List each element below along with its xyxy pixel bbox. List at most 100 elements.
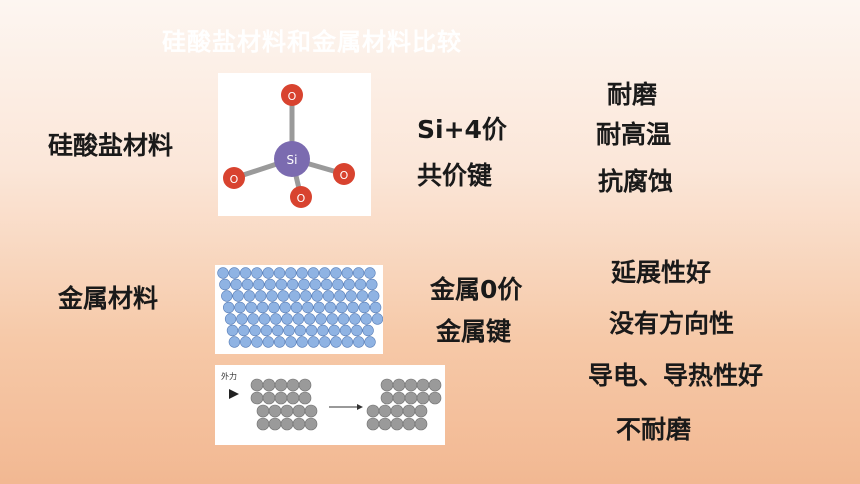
slip-sphere [268, 404, 282, 418]
silicate-trait-heat: 耐高温 [596, 120, 672, 149]
lattice-sphere [351, 324, 363, 337]
lattice-sphere [277, 290, 290, 302]
metal-trait-ductility: 延展性好 [611, 258, 712, 287]
lattice-sphere [264, 278, 276, 291]
lattice-sphere [330, 336, 342, 348]
lattice-sphere [221, 290, 233, 302]
lattice-sphere [360, 313, 372, 325]
oxygen-atom-left: O [223, 167, 245, 189]
lattice-sphere [285, 267, 297, 279]
lattice-sphere [240, 336, 252, 348]
lattice-sphere [262, 267, 274, 279]
lattice-sphere [224, 313, 237, 325]
slip-sphere [280, 417, 294, 431]
slip-sphere [256, 417, 270, 431]
metal-lattice-image [215, 265, 383, 354]
lattice-sphere [307, 336, 320, 348]
lattice-sphere [286, 278, 299, 291]
slip-sphere [298, 391, 312, 405]
lattice-sphere [228, 336, 241, 348]
lattice-sphere [366, 278, 378, 291]
lattice-sphere [362, 324, 374, 337]
slip-sphere [304, 417, 318, 431]
force-arrow-icon [229, 389, 239, 399]
silicate-label: 硅酸盐材料 [48, 131, 174, 160]
svg-text:O: O [288, 90, 297, 103]
lattice-sphere [339, 324, 352, 337]
lattice-sphere [253, 278, 265, 291]
lattice-sphere [358, 301, 371, 314]
lattice-sphere [341, 336, 354, 348]
lattice-sphere [275, 278, 288, 291]
lattice-sphere [364, 336, 376, 348]
lattice-sphere [251, 336, 263, 348]
slip-sphere [392, 391, 406, 405]
lattice-sphere [266, 290, 278, 302]
lattice-sphere [245, 301, 257, 314]
lattice-sphere [313, 301, 325, 314]
metal-trait-nondirectional: 没有方向性 [609, 309, 735, 338]
slip-sphere [274, 378, 288, 392]
slip-sphere [392, 378, 406, 392]
lattice-sphere [328, 324, 340, 337]
lattice-sphere [217, 267, 229, 279]
lattice-sphere [238, 324, 250, 337]
transform-arrow-head-icon [357, 404, 363, 410]
lattice-sphere [273, 267, 286, 279]
lattice-sphere [290, 301, 303, 314]
slip-sphere [404, 378, 418, 392]
lattice-sphere [288, 290, 301, 302]
metal-label: 金属材料 [58, 284, 159, 313]
lattice-sphere [315, 313, 327, 325]
lattice-sphere [324, 301, 337, 314]
lattice-sphere [352, 267, 365, 279]
lattice-sphere [305, 324, 318, 337]
slip-sphere [428, 391, 442, 405]
metal-lattice-spheres [217, 267, 383, 348]
svg-text:Si: Si [287, 153, 298, 167]
metal-trait-not-wear-resistant: 不耐磨 [616, 415, 692, 444]
lattice-sphere [296, 336, 308, 348]
lattice-sphere [268, 301, 280, 314]
slip-sphere [256, 404, 270, 418]
lattice-sphere [262, 336, 274, 348]
metal-prop-bond: 金属键 [436, 317, 512, 346]
metal-prop-valence: 金属0价 [430, 275, 523, 304]
lattice-sphere [270, 313, 282, 325]
slip-sphere [416, 391, 430, 405]
svg-text:O: O [297, 192, 306, 205]
lattice-sphere [369, 301, 382, 314]
lattice-sphere [318, 267, 331, 279]
slip-sphere [428, 378, 442, 392]
silicate-prop-valence: Si+4价 [417, 115, 507, 144]
slip-sphere [280, 404, 294, 418]
lattice-sphere [309, 278, 322, 291]
slip-sphere [402, 404, 416, 418]
slip-sphere [292, 417, 306, 431]
lattice-sphere [347, 301, 359, 314]
lattice-sphere [251, 267, 263, 279]
lattice-sphere [300, 290, 312, 302]
lattice-before-slip [250, 378, 318, 431]
lattice-sphere [260, 324, 273, 337]
slip-sphere [274, 391, 288, 405]
svg-text:O: O [230, 173, 239, 186]
lattice-sphere [332, 278, 344, 291]
lattice-sphere [353, 336, 365, 348]
slip-sphere [286, 378, 300, 392]
oxygen-atom-bottom: O [290, 186, 312, 208]
silicon-atom: Si [274, 141, 310, 177]
lattice-sphere [319, 336, 331, 348]
lattice-sphere [335, 301, 348, 314]
lattice-sphere [294, 324, 307, 337]
lattice-sphere [234, 301, 246, 314]
lattice-sphere [303, 313, 316, 325]
slip-sphere [380, 391, 394, 405]
lattice-sphere [322, 290, 335, 302]
lattice-sphere [368, 290, 380, 302]
slide-title: 硅酸盐材料和金属材料比较 [162, 28, 462, 56]
lattice-sphere [343, 278, 355, 291]
lattice-sphere [239, 267, 252, 279]
lattice-sphere [285, 336, 297, 348]
lattice-sphere [349, 313, 361, 325]
